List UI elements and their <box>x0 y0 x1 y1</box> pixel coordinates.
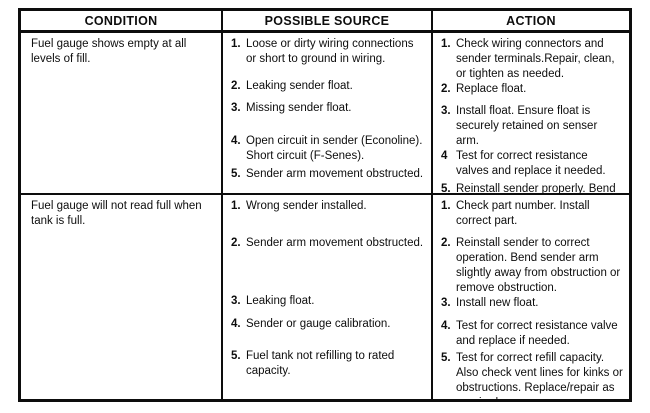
action-item: 5. Test for correct refill capacity. Als… <box>441 351 623 399</box>
table-row-2-condition-cell: Fuel gauge will not read full when tank … <box>21 195 223 399</box>
source-item-text: Sender or gauge calibration. <box>246 318 391 330</box>
source-item-number: 4. <box>231 318 241 330</box>
source-item: 1. Wrong sender installed. <box>231 199 425 236</box>
action-item-number: 2. <box>441 237 451 249</box>
source-item-text: Fuel tank not refilling to rated capacit… <box>246 350 395 377</box>
source-item: 4. Open circuit in sender (Econoline). S… <box>231 134 425 167</box>
action-item-text: Reinstall sender to correct operation. B… <box>456 237 621 294</box>
source-item: 3. Missing sender float. <box>231 101 425 134</box>
action-item-number: 4. <box>441 320 451 332</box>
col-header-action-label: ACTION <box>506 13 556 28</box>
action-item-text: Test for correct refill capacity. Also c… <box>456 352 623 399</box>
action-item-text: Replace float. <box>456 83 527 95</box>
source-item-number: 1. <box>231 38 241 50</box>
action-item-text: Test for correct resistance valves and r… <box>456 150 606 177</box>
action-item: 4. Test for correct resistance valve and… <box>441 319 623 351</box>
source-item-text: Loose or dirty wiring connections or sho… <box>246 38 414 65</box>
action-item-number: 1. <box>441 38 451 50</box>
source-item: 3. Leaking float. <box>231 294 425 317</box>
source-item-number: 2. <box>231 237 241 249</box>
action-item: 1. Check part number. Install correct pa… <box>441 199 623 236</box>
col-header-possible-source: POSSIBLE SOURCE <box>223 11 433 33</box>
source-item-number: 3. <box>231 295 241 307</box>
source-item-text: Sender arm movement obstructed. <box>246 168 424 180</box>
action-item-text: Test for correct resistance valve and re… <box>456 320 618 347</box>
source-item: 5. Sender arm movement obstructed. <box>231 167 425 182</box>
action-item-text: Install new float. <box>456 297 539 309</box>
source-item-text: Leaking sender float. <box>246 80 353 92</box>
source-item-number: 5. <box>231 168 241 180</box>
table-row-2-source-cell: 1. Wrong sender installed. 2. Sender arm… <box>223 195 433 399</box>
action-item-number: 3. <box>441 105 451 117</box>
source-item-number: 2. <box>231 80 241 92</box>
action-item-number: 2. <box>441 83 451 95</box>
col-header-condition-label: CONDITION <box>84 13 158 28</box>
source-item-number: 4. <box>231 135 241 147</box>
source-item-number: 5. <box>231 350 241 362</box>
action-item-number: 5. <box>441 352 451 364</box>
col-header-possible-source-label: POSSIBLE SOURCE <box>264 13 390 28</box>
source-item-text: Leaking float. <box>246 295 315 307</box>
col-header-condition: CONDITION <box>21 11 223 33</box>
action-item-text: Check part number. Install correct part. <box>456 200 590 227</box>
action-item: 2. Reinstall sender to correct operation… <box>441 236 623 296</box>
action-item-text: Check wiring connectors and sender termi… <box>456 38 615 80</box>
source-item: 2. Leaking sender float. <box>231 79 425 101</box>
action-item: 2. Replace float. <box>441 82 623 104</box>
source-item: 1. Loose or dirty wiring connections or … <box>231 37 425 79</box>
action-item-number: 5. <box>441 183 451 195</box>
source-item-text: Missing sender float. <box>246 102 352 114</box>
action-item-text: Reinstall sender properly. Bend arm to c… <box>456 183 616 195</box>
table-row-1-source-cell: 1. Loose or dirty wiring connections or … <box>223 33 433 195</box>
action-item: 3. Install new float. <box>441 296 623 319</box>
source-item: 4. Sender or gauge calibration. <box>231 317 425 349</box>
table-row-1-action-cell: 1. Check wiring connectors and sender te… <box>433 33 629 195</box>
source-item-text: Wrong sender installed. <box>246 200 367 212</box>
action-item-number: 1. <box>441 200 451 212</box>
action-item: 5. Reinstall sender properly. Bend arm t… <box>441 182 623 195</box>
action-item: 1. Check wiring connectors and sender te… <box>441 37 623 82</box>
source-item-number: 3. <box>231 102 241 114</box>
action-item-number: 4 <box>441 150 448 162</box>
condition-text: Fuel gauge shows empty at all levels of … <box>31 38 187 65</box>
table-row-1-condition-cell: Fuel gauge shows empty at all levels of … <box>21 33 223 195</box>
action-item-number: 3. <box>441 297 451 309</box>
source-item: 5. Fuel tank not refilling to rated capa… <box>231 349 425 379</box>
source-item-number: 1. <box>231 200 241 212</box>
source-item-text: Sender arm movement obstructed. <box>246 237 424 249</box>
source-item: 2. Sender arm movement obstructed. <box>231 236 425 294</box>
source-item-text: Open circuit in sender (Econoline). Shor… <box>246 135 423 162</box>
action-item: 4 Test for correct resistance valves and… <box>441 149 623 182</box>
troubleshooting-table: CONDITION POSSIBLE SOURCE ACTION Fuel ga… <box>18 8 632 402</box>
col-header-action: ACTION <box>433 11 629 33</box>
condition-text: Fuel gauge will not read full when tank … <box>31 200 202 227</box>
action-item-text: Install float. Ensure float is securely … <box>456 105 598 147</box>
table-row-2-action-cell: 1. Check part number. Install correct pa… <box>433 195 629 399</box>
action-item: 3. Install float. Ensure float is secure… <box>441 104 623 149</box>
